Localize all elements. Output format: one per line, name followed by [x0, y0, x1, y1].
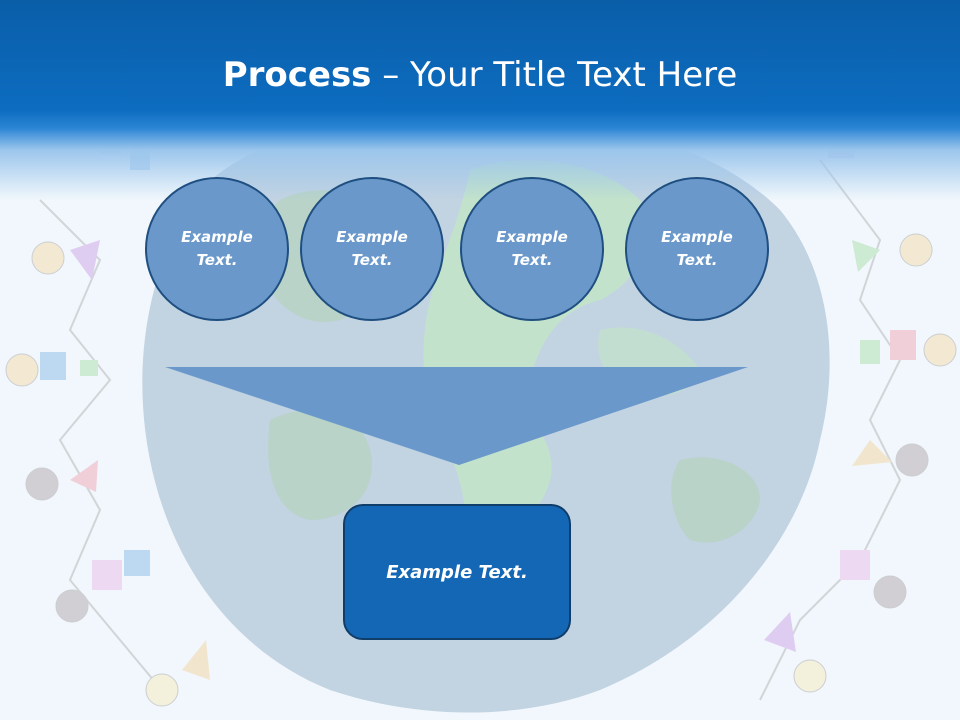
process-step-label: Example Text.	[496, 228, 568, 269]
process-step-label: Example Text.	[661, 228, 733, 269]
title-banner	[0, 0, 960, 200]
result-box-label: Example Text.	[386, 561, 528, 583]
process-step-label: Example Text.	[336, 228, 408, 269]
process-step-label: Example Text.	[181, 228, 253, 269]
process-step-circle-2[interactable]: Example Text.	[300, 177, 444, 321]
title-text: – Your Title Text Here	[371, 55, 738, 95]
funnel-arrow	[165, 367, 748, 465]
process-step-circle-1[interactable]: Example Text.	[145, 177, 289, 321]
slide-title: Process – Your Title Text Here	[0, 52, 960, 98]
process-step-circle-3[interactable]: Example Text.	[460, 177, 604, 321]
title-bold-text: Process	[222, 55, 372, 95]
process-step-circle-4[interactable]: Example Text.	[625, 177, 769, 321]
result-box[interactable]: Example Text.	[343, 504, 571, 640]
